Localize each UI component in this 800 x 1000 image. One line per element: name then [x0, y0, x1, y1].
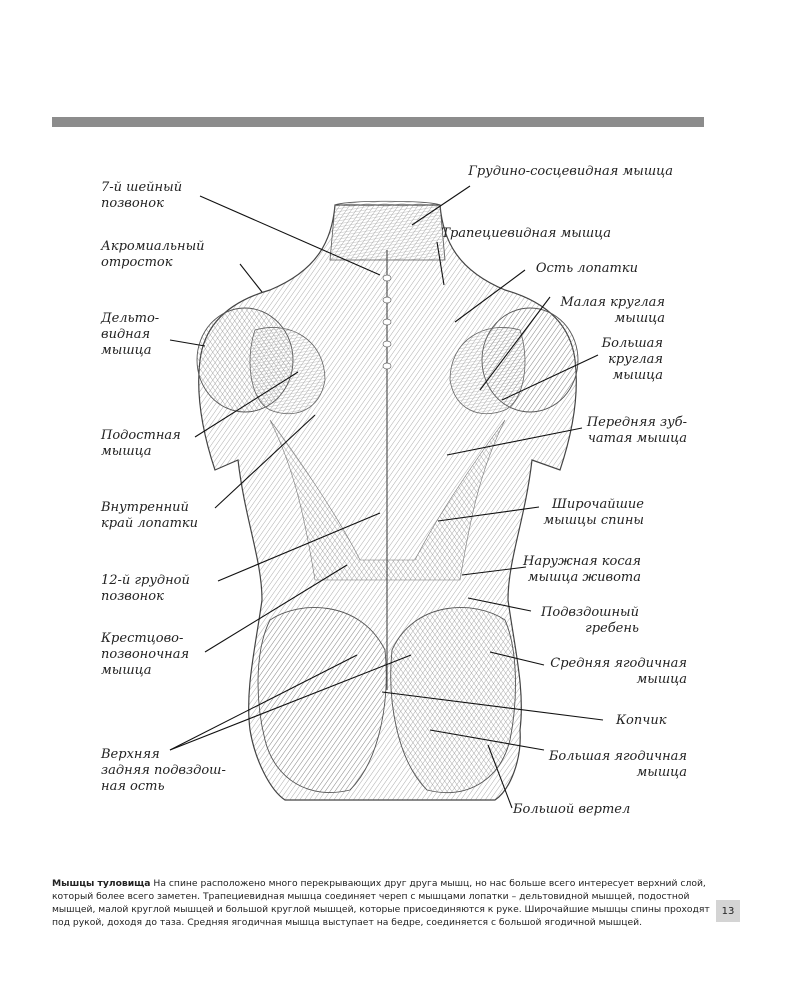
label-infraspinatus: Подостная мышца	[101, 428, 181, 460]
label-external-oblique: Наружная косая мышца живота	[510, 554, 641, 586]
label-acromion: Акромиальный отросток	[101, 239, 205, 271]
label-trapezius: Трапециевидная мышца	[440, 226, 611, 242]
label-erector-spinae: Крестцово- позвоночная мышца	[101, 631, 189, 679]
page-number: 13	[716, 900, 740, 922]
label-iliac-crest: Подвздошный гребень	[520, 605, 639, 637]
label-c7-vertebra: 7-й шейный позвонок	[101, 180, 182, 212]
label-teres-minor: Малая круглая мышца	[540, 295, 665, 327]
label-greater-trochanter: Большой вертел	[513, 802, 630, 818]
label-teres-major: Большая круглая мышца	[560, 336, 663, 384]
figure-caption: Мышцы туловища На спине расположено мног…	[52, 877, 712, 929]
label-gluteus-medius: Средняя ягодичная мышца	[540, 656, 687, 688]
label-psis: Верхняя задняя подвздош- ная ость	[101, 747, 226, 795]
label-spine-of-scapula: Ость лопатки	[520, 261, 638, 277]
label-latissimus-dorsi: Широчайшие мышцы спины	[530, 497, 644, 529]
left-gluteus	[258, 608, 386, 793]
right-gluteus	[391, 608, 516, 793]
label-t12-vertebra: 12-й грудной позвонок	[101, 573, 190, 605]
caption-title: Мышцы туловища	[52, 878, 151, 889]
label-medial-border-scapula: Внутренний край лопатки	[101, 500, 198, 532]
label-deltoid: Дельто- видная мышца	[101, 311, 159, 359]
label-serratus-anterior: Передняя зуб- чатая мышца	[560, 415, 687, 447]
label-sternocleidomastoid: Грудино-сосцевидная мышца	[460, 164, 673, 180]
label-gluteus-maximus: Большая ягодичная мышца	[540, 749, 687, 781]
label-coccyx: Копчик	[616, 713, 666, 729]
caption-text: На спине расположено много перекрывающих…	[52, 878, 710, 928]
